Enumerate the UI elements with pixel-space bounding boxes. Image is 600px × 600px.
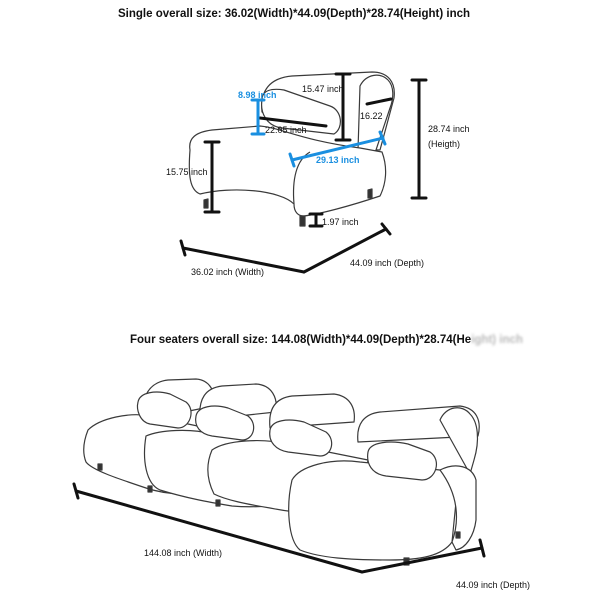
seat-depth-line: [290, 136, 385, 162]
single-blue-dimension-lines: [250, 98, 387, 168]
single-sofa-outline: [188, 71, 395, 227]
depth-cap-right: [380, 222, 392, 236]
four-depth-line: [360, 546, 484, 574]
four-width-line: [74, 489, 364, 574]
arm-depth-line: [365, 97, 393, 106]
arm-depth-label: 16.22: [360, 111, 383, 121]
width-cap-left: [179, 239, 187, 257]
pillow-length-line: [258, 116, 328, 128]
leg-height-label: 1.97 inch: [322, 217, 359, 227]
seat-depth-label: 29.13 inch: [316, 155, 360, 165]
overall-height-word: (Heigth): [428, 139, 461, 149]
four-seater-outline: [83, 378, 480, 566]
seat-depth-cap-right: [378, 130, 387, 146]
four-seater-dimension-lines: [72, 482, 486, 574]
four-depth-cap-right: [478, 538, 486, 558]
single-width-label: 36.02 inch (Width): [191, 267, 265, 277]
single-depth-label: 44.09 inch (Depth): [350, 258, 425, 268]
pillow-diameter-label: 8.98 inch: [238, 90, 277, 100]
single-dimension-lines: [179, 72, 428, 274]
four-depth-label: 44.09 inch (Depth): [456, 580, 531, 590]
depth-line: [302, 227, 388, 274]
overall-height-label: 28.74 inch: [428, 124, 470, 134]
seat-depth-cap-left: [288, 152, 296, 168]
width-line: [181, 246, 306, 274]
back-height-label: 15.47 inch: [302, 84, 344, 94]
single-overall-size-title: Single overall size: 36.02(Width)*44.09(…: [118, 8, 471, 20]
four-title-visible: Four seaters overall size: 144.08(Width)…: [130, 334, 472, 346]
pillow-length-label: 22.05 inch: [265, 125, 307, 135]
four-width-label: 144.08 inch (Width): [144, 548, 223, 558]
seat-height-label: 15.75 inch: [166, 167, 208, 177]
four-title-obscured: ight) inch: [471, 334, 523, 346]
four-width-cap-left: [72, 482, 80, 500]
four-seaters-overall-size-title: Four seaters overall size: 144.08(Width)…: [130, 334, 523, 346]
